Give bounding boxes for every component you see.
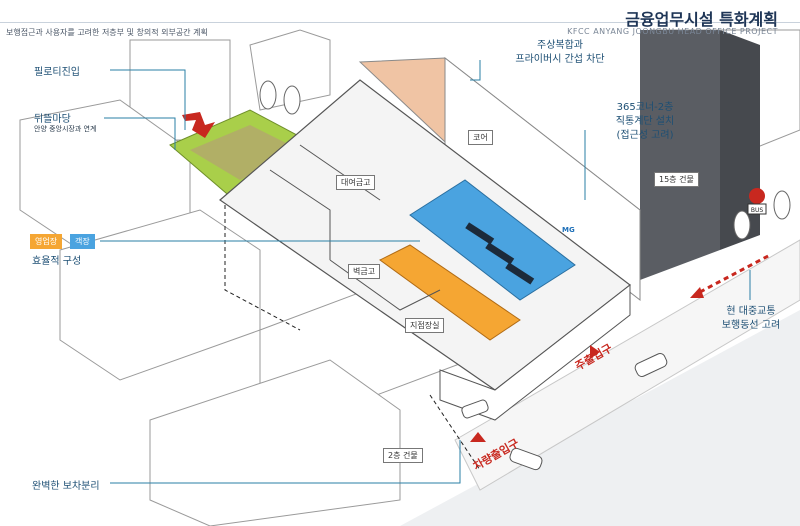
sidewalk (454, 239, 800, 491)
pedestrian-flow (699, 253, 771, 294)
tree-icon (733, 210, 751, 240)
label-backyard-sub: 안양 중앙시장과 연계 (34, 125, 97, 133)
page-description: 보행접근과 사용자를 고려한 저층부 및 창의적 외부공간 계획 (6, 28, 208, 37)
floor-front-wall (439, 283, 631, 421)
tree-icon (283, 85, 301, 115)
piloti-arrow (182, 112, 215, 138)
tree-icon (773, 190, 791, 220)
tower-15f-front (640, 30, 720, 280)
dashed-guide (429, 394, 481, 471)
desk (485, 242, 515, 265)
bus-sign-icon (749, 188, 765, 204)
project-name: KFCC ANYANG JOONGBU HEAD OFFICE PROJECT (567, 27, 778, 36)
desk (465, 222, 495, 245)
vehicle-entrance-arrow (470, 432, 486, 442)
leader-line (110, 69, 186, 130)
neighbor-building (149, 359, 401, 526)
bus-stop-pole (747, 203, 767, 215)
label-pedestrian-1: 현 대중교통 (726, 306, 776, 317)
bus-sign-label: BUS (751, 207, 764, 214)
desk (505, 262, 535, 285)
room-building-15f: 15층 건물 (654, 172, 699, 187)
label-corner-2: 직통계단 설치 (615, 116, 675, 127)
main-entrance-arrow (590, 345, 600, 359)
car-icon (509, 447, 543, 471)
room-loan-vault: 대여금고 (336, 175, 376, 190)
sales-zone (379, 244, 521, 341)
tag-guest: 객장 (70, 234, 95, 249)
leader-line (110, 440, 461, 484)
page-title: 금융업무시설 특화계획 (625, 10, 778, 29)
tree-icon (259, 80, 277, 110)
room-building-2f: 2층 건물 (383, 448, 423, 463)
header-rule (0, 22, 800, 23)
room-core: 코어 (468, 130, 493, 145)
label-backyard: 뒤뜰마당 (34, 114, 71, 125)
car-icon (634, 353, 668, 377)
label-pedestrian-2: 보행동선 고려 (721, 320, 781, 331)
leader-line (104, 117, 176, 150)
label-separation: 완벽한 보차분리 (32, 481, 100, 492)
pedestrian-flow-arrow (690, 287, 704, 298)
car-icon (461, 399, 489, 419)
leader-line (470, 60, 481, 81)
room-wall-vault: 벽금고 (348, 264, 381, 279)
label-core-top-2: 프라이버시 간섭 차단 (515, 54, 605, 65)
backyard-paving (190, 125, 300, 180)
tag-sales: 영업장 (30, 234, 63, 249)
core-wall (444, 56, 641, 302)
partition (269, 169, 331, 260)
partition (299, 144, 381, 201)
dashed-guide (224, 205, 301, 331)
mg-logo: MG (562, 226, 575, 234)
label-core-top-1: 주상복합과 (537, 40, 583, 51)
label-corner-1: 365코너-2층 (616, 102, 674, 113)
label-piloti: 필로티진입 (34, 67, 80, 78)
label-corner-3: (접근성 고려) (616, 130, 674, 141)
room-branch-manager: 지점장실 (405, 318, 445, 333)
label-efficient: 효율적 구성 (32, 256, 82, 267)
